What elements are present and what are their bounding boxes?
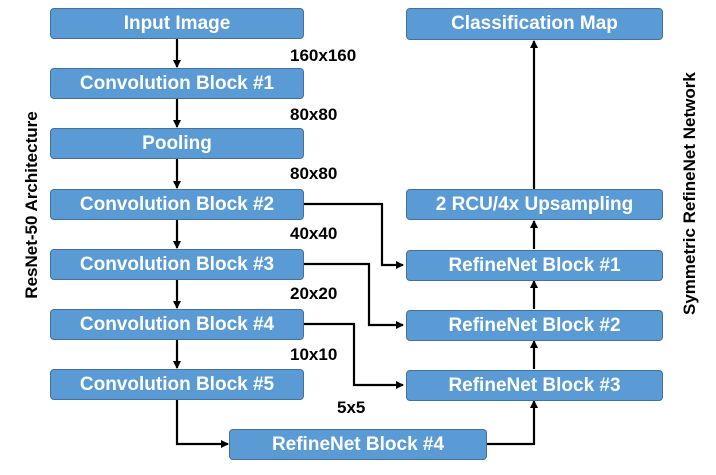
resolution-label-40: 40x40 (290, 224, 338, 243)
edge-refine4-refine3 (486, 400, 538, 446)
refinenet-block-1: RefineNet Block #1 (406, 250, 663, 281)
resolution-label-5: 5x5 (337, 398, 366, 417)
classification-map-block: Classification Map (406, 8, 663, 40)
resolution-label-10: 10x10 (290, 345, 338, 364)
refinenet-column-title: Symmetric RefineNet Network (680, 72, 699, 315)
edge-conv5-refine4 (175, 399, 229, 448)
convolution-block-2: Convolution Block #2 (50, 189, 304, 220)
input-image-block: Input Image (50, 8, 304, 39)
rcu-upsampling-block: 2 RCU/4x Upsampling (406, 189, 663, 220)
refinenet-block-3: RefineNet Block #3 (406, 370, 663, 401)
pooling-block: Pooling (50, 128, 304, 159)
resolution-label-80-b: 80x80 (290, 164, 338, 183)
convolution-block-3: Convolution Block #3 (50, 249, 304, 280)
edge-conv2-refine1 (303, 202, 404, 269)
refinenet-block-4: RefineNet Block #4 (229, 429, 487, 460)
resolution-label-160: 160x160 (290, 46, 357, 65)
resnet-column-title: ResNet-50 Architecture (22, 111, 41, 299)
convolution-block-1: Convolution Block #1 (50, 68, 304, 99)
refinenet-block-2: RefineNet Block #2 (406, 310, 663, 341)
convolution-block-4: Convolution Block #4 (50, 309, 304, 340)
convolution-block-5: Convolution Block #5 (50, 369, 304, 400)
edge-conv4-refine3 (303, 322, 404, 389)
resolution-label-20: 20x20 (290, 284, 338, 303)
resolution-label-80-a: 80x80 (290, 105, 338, 124)
edge-conv3-refine2 (303, 262, 404, 329)
